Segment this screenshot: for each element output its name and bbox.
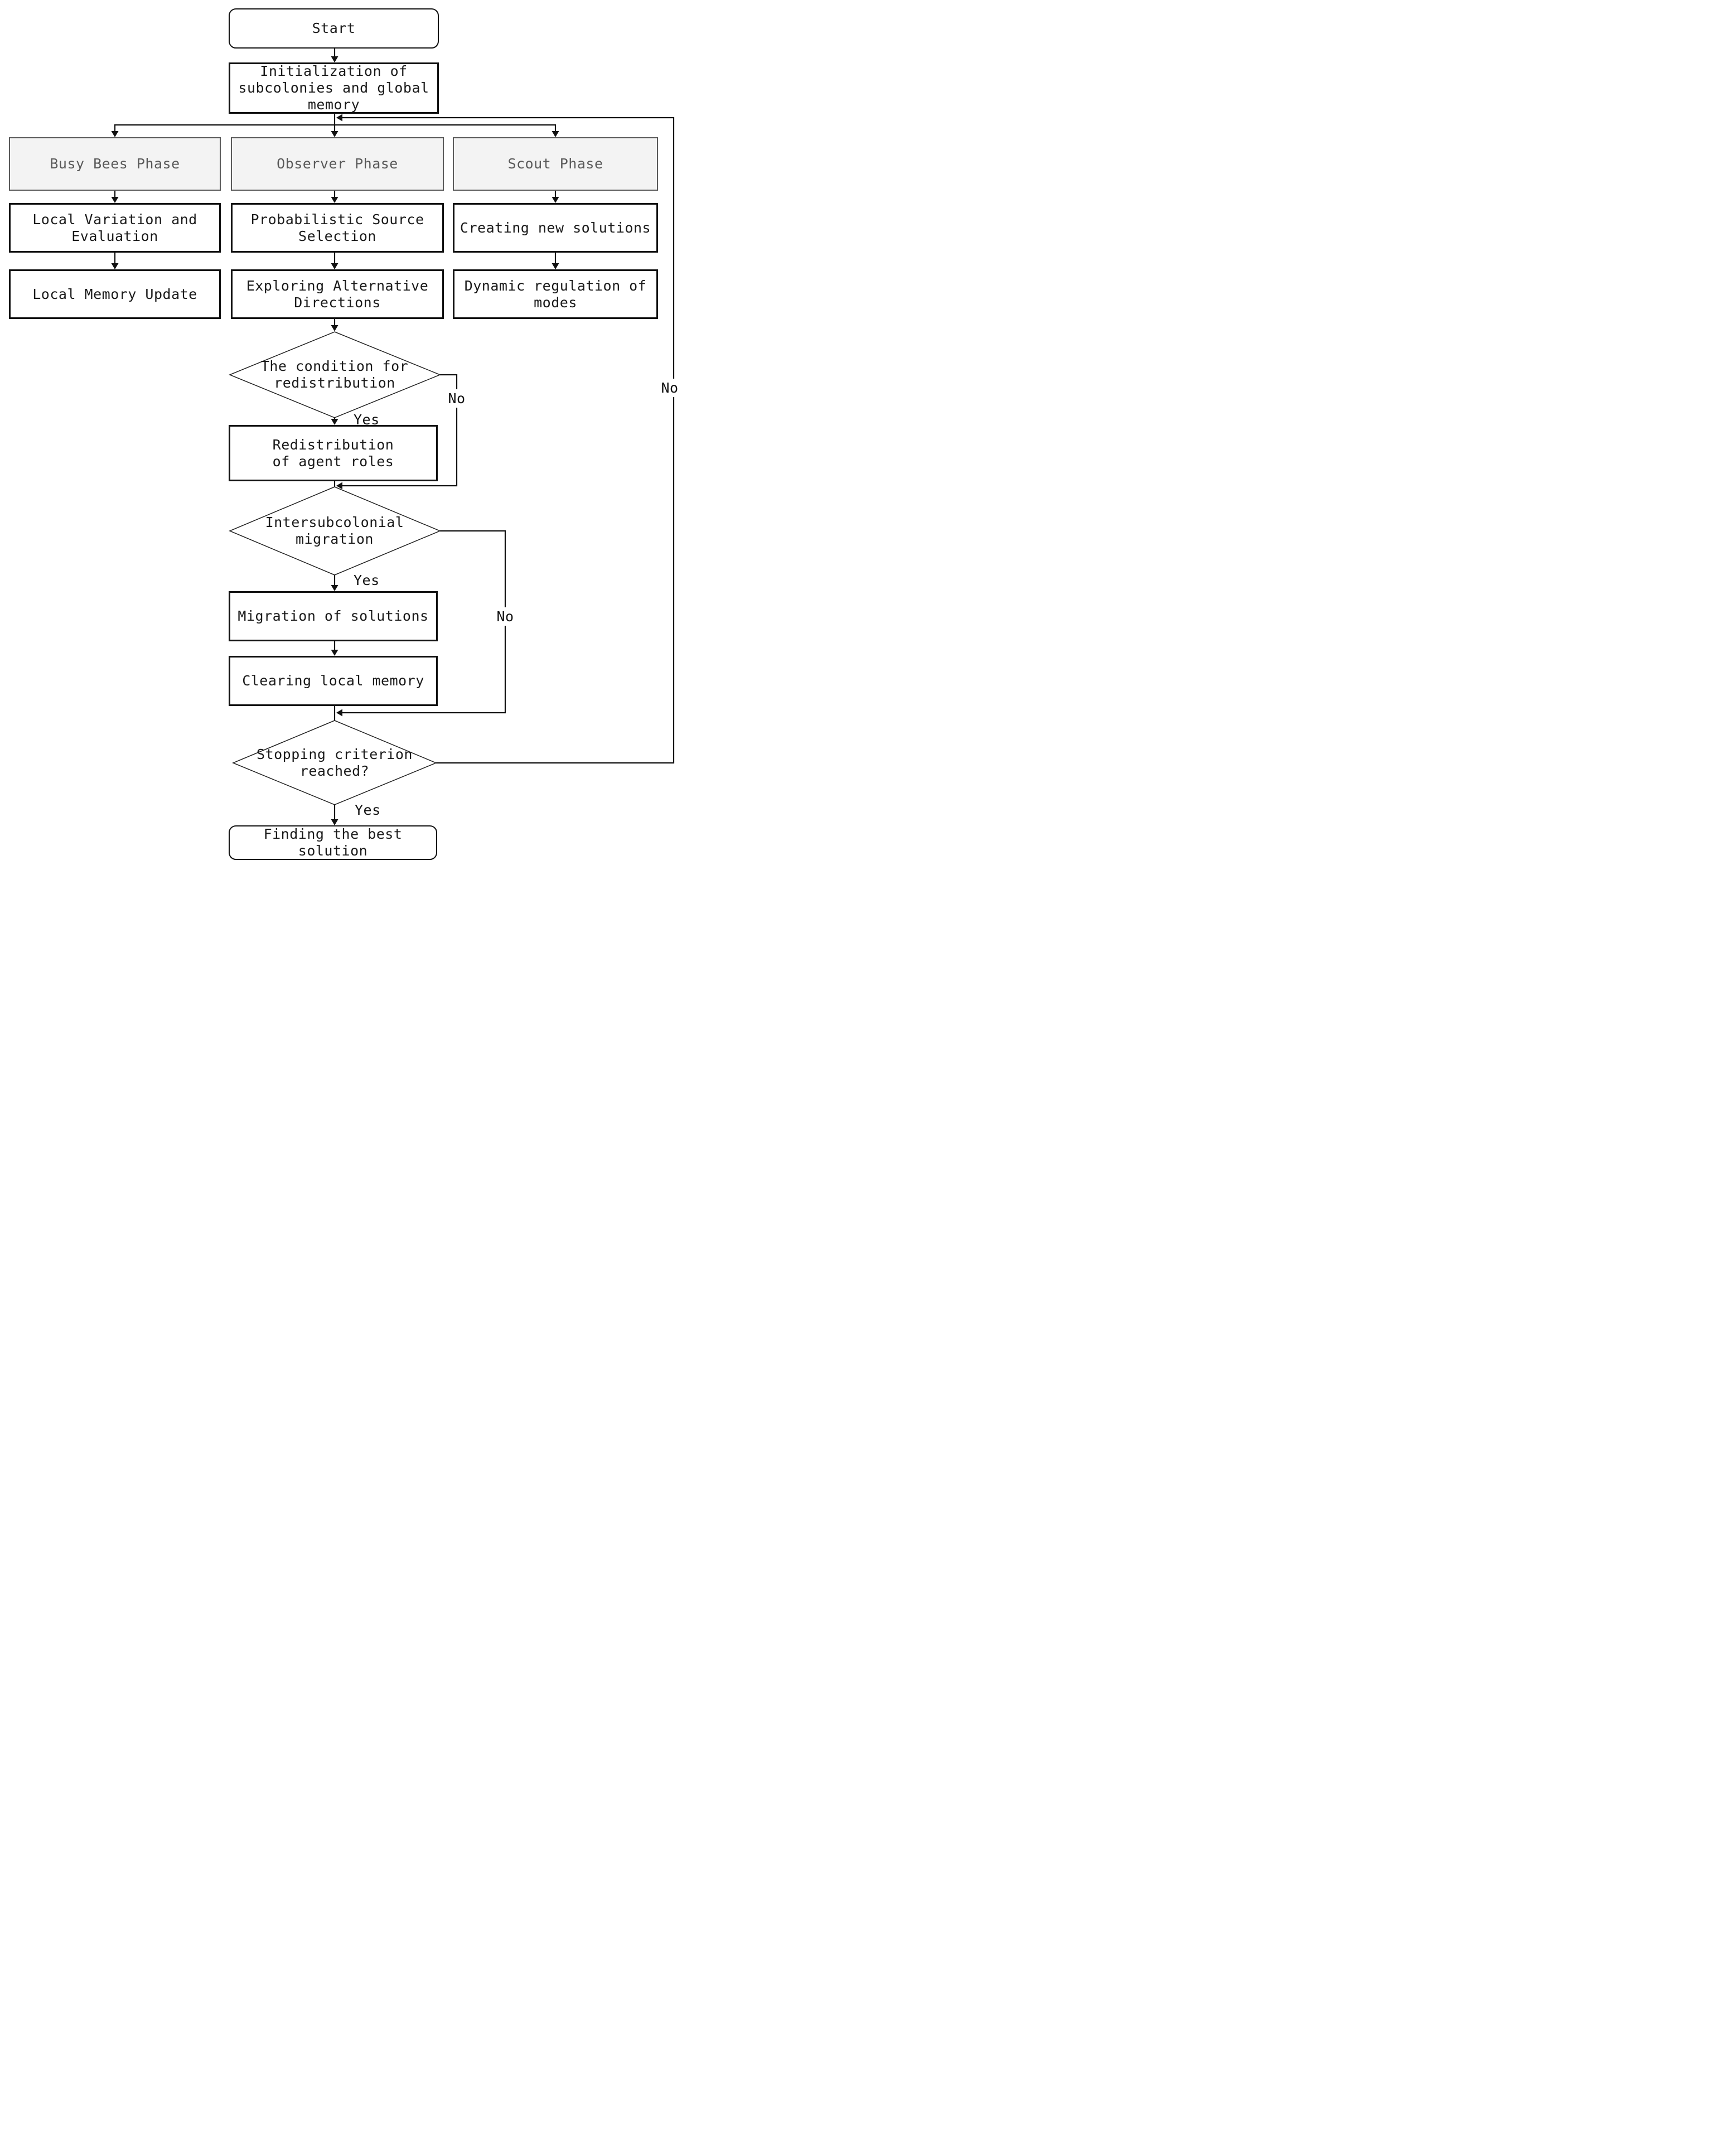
decision-migration-shape — [229, 486, 441, 576]
yes-label-migration: Yes — [354, 572, 380, 588]
scout-phase-node: Scout Phase — [453, 137, 658, 191]
flowchart: Start Initialization of subcolonies and … — [0, 0, 685, 862]
yes-label-redistribution: Yes — [354, 412, 380, 428]
no-label-redistribution: No — [444, 389, 470, 408]
dynamic-regulation-node: Dynamic regulation of modes — [453, 269, 658, 319]
decision-stopping-label: Stopping criterion reached? — [257, 746, 413, 780]
local-variation-node: Local Variation and Evaluation — [9, 203, 221, 253]
decision-redistribution-label: The condition for redistribution — [260, 357, 409, 391]
decision-stopping-shape — [232, 720, 437, 805]
migration-solutions-node: Migration of solutions — [229, 591, 438, 641]
decision-redistribution-shape — [229, 331, 441, 418]
busy-bees-phase-node: Busy Bees Phase — [9, 137, 221, 191]
probabilistic-selection-node: Probabilistic Source Selection — [231, 203, 444, 253]
clearing-memory-node: Clearing local memory — [229, 656, 438, 706]
no-label-loop: No — [657, 379, 683, 397]
init-node: Initialization of subcolonies and global… — [229, 62, 439, 114]
creating-solutions-node: Creating new solutions — [453, 203, 658, 253]
local-memory-update-node: Local Memory Update — [9, 269, 221, 319]
no-label-migration: No — [492, 607, 518, 626]
observer-phase-node: Observer Phase — [231, 137, 444, 191]
exploring-directions-node: Exploring Alternative Directions — [231, 269, 444, 319]
yes-label-stopping: Yes — [355, 802, 381, 818]
start-node: Start — [229, 8, 439, 49]
redistribution-roles-node: Redistribution of agent roles — [229, 425, 438, 481]
finding-best-node: Finding the best solution — [229, 825, 437, 860]
decision-migration-label: Intersubcolonial migration — [265, 514, 404, 548]
